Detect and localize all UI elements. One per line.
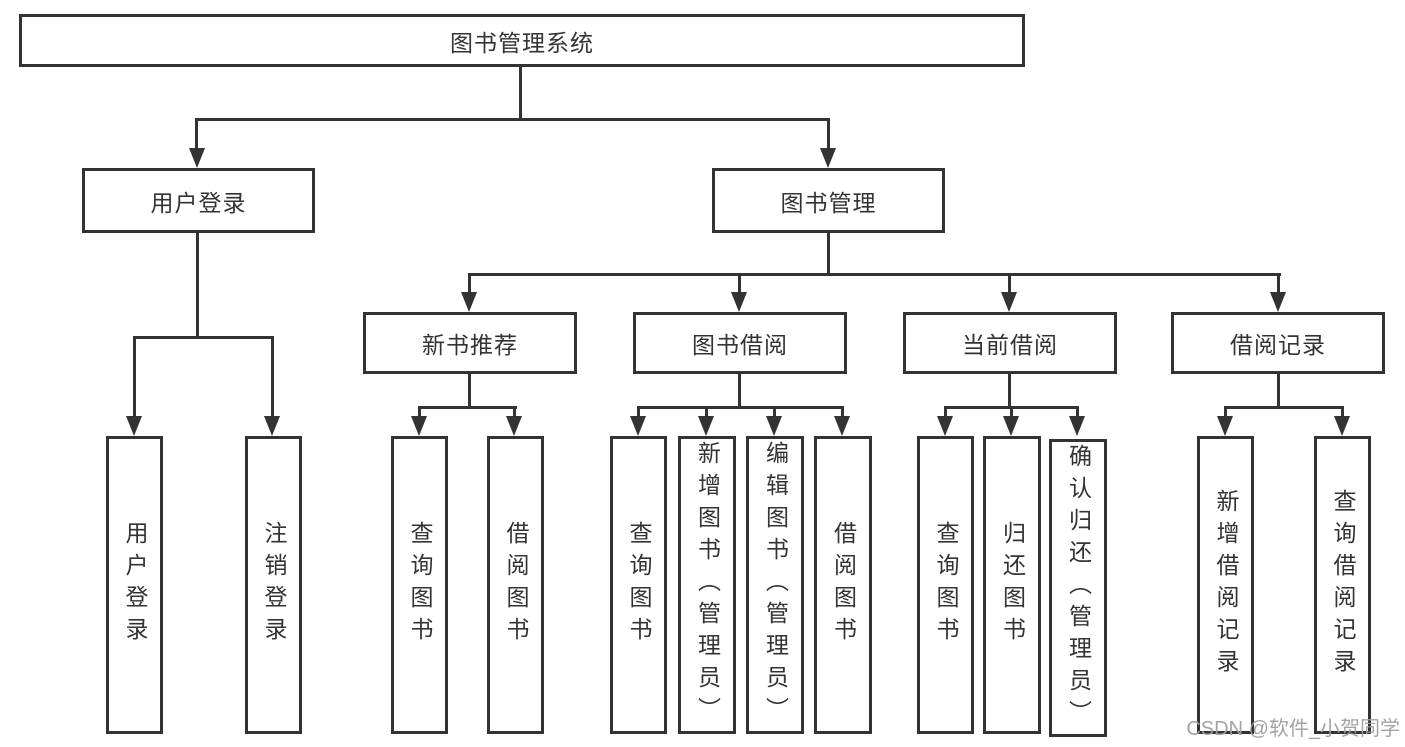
connector-borrow-drop-4 xyxy=(841,406,844,418)
node-new-book-recommendation: 新书推荐 xyxy=(363,312,577,374)
leaf-logout: 注销登录 xyxy=(245,436,302,734)
arrow-down-icon xyxy=(630,416,646,436)
leaf-label: 用户登录 xyxy=(122,521,148,649)
node-label: 图书管理 xyxy=(780,189,877,216)
connector-root-drop-left xyxy=(195,118,198,150)
connector-recommend-drop-1 xyxy=(418,406,421,418)
node-borrowing-records: 借阅记录 xyxy=(1171,312,1385,374)
connector-records-stem xyxy=(1277,374,1280,407)
arrow-down-icon xyxy=(937,416,953,436)
connector-current-drop-3 xyxy=(1076,406,1079,418)
node-label: 用户登录 xyxy=(150,189,247,216)
leaf-confirm-return-admin: 确认归还（管理员） xyxy=(1049,439,1107,737)
connector-borrow-drop-2 xyxy=(705,406,708,418)
arrow-down-icon xyxy=(506,416,522,436)
leaf-label: 查询图书 xyxy=(626,521,652,649)
connector-mgmt-drop-2 xyxy=(738,273,741,294)
leaf-add-borrow-record: 新增借阅记录 xyxy=(1197,436,1254,734)
arrow-down-icon xyxy=(834,416,850,436)
leaf-label: 新增借阅记录 xyxy=(1213,489,1239,681)
connector-login-drop-1 xyxy=(133,336,136,418)
arrow-down-icon xyxy=(1069,416,1085,436)
leaf-label: 借阅图书 xyxy=(830,521,857,649)
leaf-label: 编辑图书（管理员） xyxy=(762,441,789,729)
leaf-edit-books-admin: 编辑图书（管理员） xyxy=(746,436,804,734)
node-label: 图书管理系统 xyxy=(450,29,594,56)
leaf-borrow-books: 借阅图书 xyxy=(814,436,872,734)
node-label: 新书推荐 xyxy=(422,332,518,358)
leaf-return-books: 归还图书 xyxy=(983,436,1041,734)
watermark: CSDN @软件_小贺同学 xyxy=(1186,718,1400,740)
arrow-down-icon xyxy=(1217,416,1233,436)
leaf-label: 注销登录 xyxy=(261,521,287,649)
connector-login-drop-2 xyxy=(271,336,274,418)
arrow-down-icon xyxy=(766,416,782,436)
node-book-borrowing: 图书借阅 xyxy=(633,312,847,374)
leaf-label: 新增图书（管理员） xyxy=(694,441,721,729)
leaf-label: 查询借阅记录 xyxy=(1330,489,1356,681)
leaf-label: 查询图书 xyxy=(933,521,959,649)
connector-records-drop-1 xyxy=(1224,406,1227,418)
node-user-login: 用户登录 xyxy=(82,168,315,233)
arrow-down-icon xyxy=(820,148,836,168)
connector-mgmt-stem xyxy=(827,233,830,273)
connector-mgmt-horizontal xyxy=(468,273,1281,276)
connector-current-drop-1 xyxy=(944,406,947,418)
connector-root-stem xyxy=(519,67,522,118)
connector-mgmt-drop-1 xyxy=(468,273,471,294)
connector-current-drop-2 xyxy=(1010,406,1013,418)
connector-records-horizontal xyxy=(1224,406,1344,409)
connector-borrow-horizontal xyxy=(637,406,844,409)
arrow-down-icon xyxy=(411,416,427,436)
arrow-down-icon xyxy=(264,416,280,436)
connector-recommend-horizontal xyxy=(418,406,517,409)
leaf-user-login: 用户登录 xyxy=(106,436,163,734)
node-label: 图书借阅 xyxy=(692,332,788,358)
connector-root-drop-right xyxy=(827,118,830,150)
arrow-down-icon xyxy=(698,416,714,436)
arrow-down-icon xyxy=(1334,416,1350,436)
arrow-down-icon xyxy=(1270,292,1286,312)
leaf-label: 确认归还（管理员） xyxy=(1065,444,1092,732)
connector-borrow-drop-1 xyxy=(637,406,640,418)
arrow-down-icon xyxy=(189,148,205,168)
leaf-query-books-borrow: 查询图书 xyxy=(610,436,667,734)
node-current-borrowing: 当前借阅 xyxy=(903,312,1117,374)
leaf-query-books-current: 查询图书 xyxy=(917,436,974,734)
connector-root-horizontal xyxy=(196,118,830,121)
node-label: 借阅记录 xyxy=(1230,332,1326,358)
connector-current-stem xyxy=(1008,374,1011,407)
arrow-down-icon xyxy=(126,416,142,436)
leaf-borrow-books-recommend: 借阅图书 xyxy=(487,436,544,734)
arrow-down-icon xyxy=(1001,292,1017,312)
leaf-query-borrow-record: 查询借阅记录 xyxy=(1314,436,1371,734)
leaf-label: 借阅图书 xyxy=(503,521,529,649)
connector-recommend-drop-2 xyxy=(513,406,516,418)
node-label: 当前借阅 xyxy=(962,332,1058,358)
arrow-down-icon xyxy=(731,292,747,312)
connector-records-drop-2 xyxy=(1341,406,1344,418)
connector-borrow-drop-3 xyxy=(773,406,776,418)
arrow-down-icon xyxy=(461,292,477,312)
connector-login-stem xyxy=(196,233,199,336)
leaf-label: 查询图书 xyxy=(407,521,433,649)
connector-mgmt-drop-3 xyxy=(1008,273,1011,294)
arrow-down-icon xyxy=(1003,416,1019,436)
node-library-management-system: 图书管理系统 xyxy=(19,14,1025,67)
node-book-management: 图书管理 xyxy=(712,168,945,233)
leaf-query-books-recommend: 查询图书 xyxy=(391,436,448,734)
leaf-add-books-admin: 新增图书（管理员） xyxy=(678,436,736,734)
connector-login-horizontal xyxy=(133,336,274,339)
connector-recommend-stem xyxy=(468,374,471,407)
leaf-label: 归还图书 xyxy=(999,521,1026,649)
connector-borrow-stem xyxy=(738,374,741,407)
connector-mgmt-drop-4 xyxy=(1277,273,1280,294)
